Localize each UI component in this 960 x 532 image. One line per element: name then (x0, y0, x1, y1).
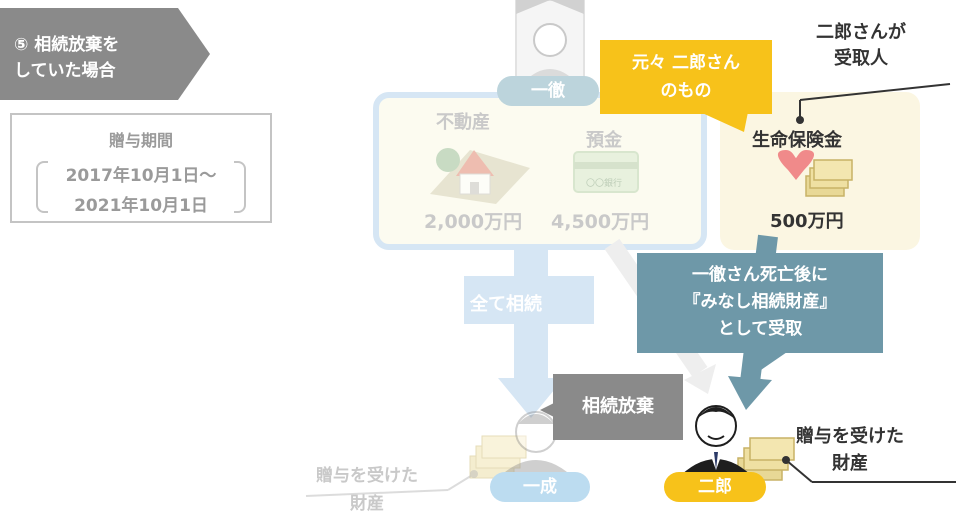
deceased-portrait-icon (515, 0, 585, 83)
all-inherit-label: 全て相続 (470, 294, 542, 315)
callout-yellow-tail (700, 112, 748, 132)
real-estate-label: 不動産 (436, 112, 490, 133)
gift-period-box: 贈与期間 2017年10月1日～ 2021年10月1日 (10, 113, 272, 223)
renunciation-label: 相続放棄 (553, 374, 683, 440)
right-bracket (234, 161, 246, 213)
beneficiary-line2: 受取人 (834, 48, 888, 69)
beneficiary-note: 二郎さんが 受取人 (816, 20, 906, 72)
kazunari-gift-label: 贈与を受けた 財産 (316, 462, 418, 518)
left-bracket (36, 161, 48, 213)
bank-card-text: 〇〇銀行 (586, 177, 622, 189)
deceased-name-tag: 一徹 (497, 76, 599, 106)
jiro-gift-line2: 財産 (832, 453, 868, 474)
deemed-line3: として受取 (717, 319, 803, 339)
all-inherit-arrow (464, 250, 594, 418)
life-insurance-amount: 500万円 (770, 211, 844, 232)
section-tag-line1: ⑤ 相続放棄を (14, 35, 120, 55)
real-estate-amount: 2,000万円 (424, 211, 523, 233)
kazunari-gift-line1: 贈与を受けた (316, 466, 418, 486)
deemed-line2: 『みなし相続財産』 (683, 292, 837, 312)
section-tag: ⑤ 相続放棄を していた場合 (0, 8, 210, 100)
beneficiary-connector (796, 83, 951, 124)
deposit-label: 預金 (586, 130, 622, 151)
jiro-gift-connector (782, 456, 956, 483)
deposit-amount: 4,500万円 (551, 211, 650, 233)
callout-teal-tail (742, 350, 790, 372)
gift-period-start: 2017年10月1日～ (65, 166, 217, 186)
kazunari-gift-line2: 財産 (350, 494, 384, 514)
house-icon (430, 148, 530, 204)
jiro-gift-label: 贈与を受けた 財産 (796, 423, 904, 477)
bank-card-icon: 〇〇銀行 (573, 151, 639, 193)
deemed-line1: 一徹さん死亡後に (692, 265, 828, 285)
life-insurance-label: 生命保険金 (752, 130, 842, 151)
deemed-inheritance-callout: 一徹さん死亡後に 『みなし相続財産』 として受取 (637, 253, 883, 353)
faded-gift-connector (305, 470, 478, 497)
gift-period-end: 2021年10月1日 (74, 196, 208, 216)
jiro-gift-line1: 贈与を受けた (796, 426, 904, 447)
inherited-estate-box (373, 92, 707, 250)
originally-jiro-callout: 元々 二郎さん のもの (600, 40, 772, 114)
gift-period-title: 贈与期間 (108, 131, 173, 150)
kazunari-name-tag: 一成 (490, 472, 590, 502)
jiro-name-tag: 二郎 (664, 472, 766, 502)
heart-money-icon (777, 150, 853, 197)
originally-line2: のもの (660, 81, 712, 101)
section-tag-line2: していた場合 (14, 61, 116, 81)
originally-line1: 元々 二郎さん (632, 53, 740, 73)
beneficiary-line1: 二郎さんが (816, 22, 906, 43)
